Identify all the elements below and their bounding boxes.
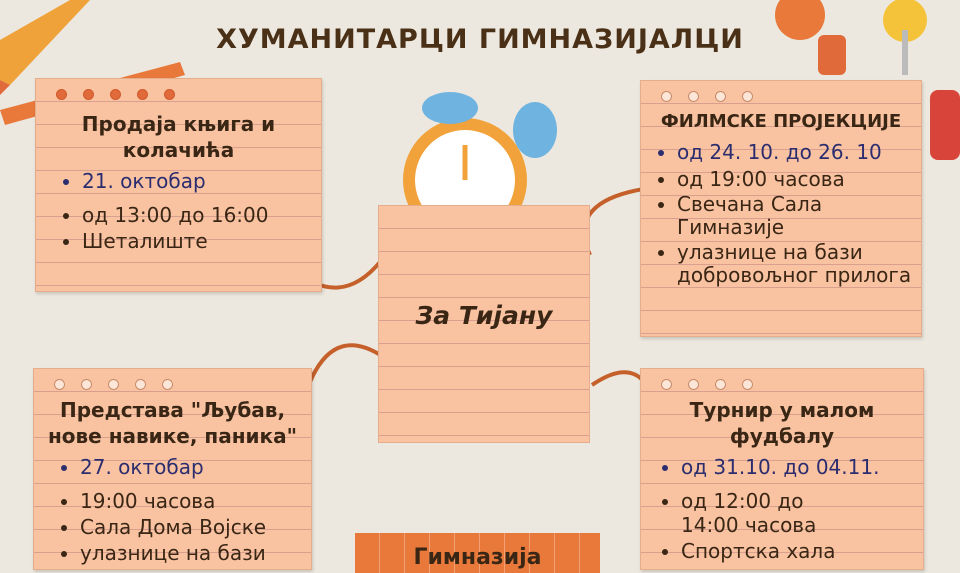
note-holes — [661, 91, 753, 102]
card-date: 21. октобар — [82, 169, 321, 193]
center-paper: За Тијану — [378, 205, 590, 443]
card-film: ФИЛМСКЕ ПРОЈЕКЦИЈЕ од 24. 10. до 26. 10 о… — [640, 80, 922, 337]
card-book-sale: Продаја књига и колачића 21. октобар од 1… — [35, 78, 322, 292]
card-title: Представа "Љубав, нове навике, паника" — [47, 398, 298, 448]
card-tickets: улазнице на бази добровољног прилога — [677, 241, 921, 287]
card-title: Продаја књига и колачића — [81, 112, 276, 162]
card-time: 19:00 часова — [80, 489, 311, 513]
card-date: од 31.10. до 04.11. — [681, 455, 923, 479]
card-place: Свечана Сала Гимназије — [677, 193, 921, 239]
card-title: Турнир у малом фудбалу — [689, 398, 875, 448]
pencil-icon — [0, 0, 90, 95]
pushpin-icon — [930, 90, 960, 160]
card-football: Турнир у малом фудбалу од 31.10. до 04.1… — [640, 368, 924, 570]
pushpin-icon — [883, 0, 927, 75]
card-place: Сала Дома Војске — [80, 515, 311, 539]
card-play: Представа "Љубав, нове навике, паника" 2… — [33, 368, 312, 570]
page-title: ХУМАНИТАРЦИ ГИМНАЗИЈАЛЦИ — [216, 24, 744, 55]
card-date: од 24. 10. до 26. 10 — [677, 141, 921, 164]
card-title: ФИЛМСКЕ ПРОЈЕКЦИЈЕ — [660, 111, 902, 132]
card-time: од 13:00 до 16:00 — [82, 203, 321, 227]
note-holes — [54, 379, 173, 390]
note-holes — [56, 89, 175, 100]
card-time: од 19:00 часова — [677, 168, 921, 191]
banner-label: Гимназија — [413, 545, 542, 570]
note-holes — [661, 379, 753, 390]
pushpin-icon — [775, 0, 846, 75]
card-tickets: улазнице на бази — [80, 541, 311, 565]
center-label: За Тијану — [415, 301, 553, 330]
school-banner: Гимназија — [355, 533, 600, 573]
card-place: Спортска хала — [681, 539, 923, 563]
card-place: Шеталиште — [82, 229, 321, 253]
card-date: 27. октобар — [80, 455, 311, 479]
card-time: од 12:00 до 14:00 часова — [681, 489, 831, 537]
